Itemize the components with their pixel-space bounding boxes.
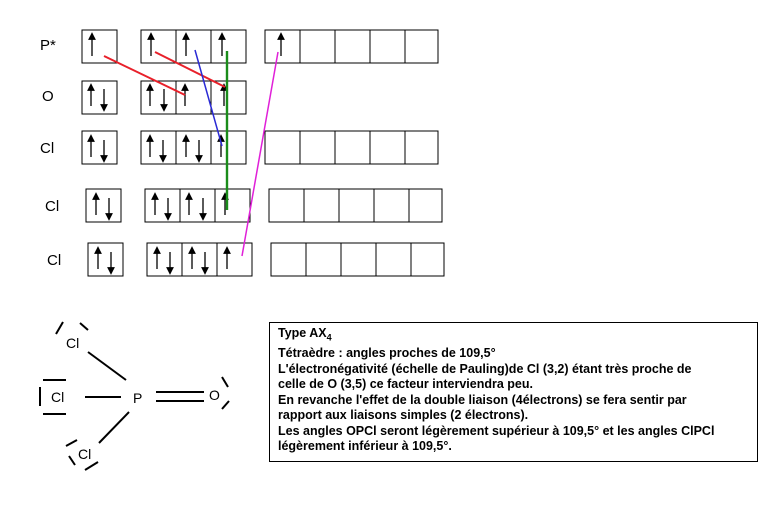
orbital-row-p [81,29,439,64]
lone-pair-bar [221,376,229,388]
orbital-row-cl-3 [87,242,445,277]
orbital-box [410,242,445,277]
orbital-box [81,80,118,115]
lone-pair-bar [221,400,230,410]
box-line: En revanche l'effet de la double liaison… [278,392,687,407]
orbital-box [85,188,122,223]
box-line: L'électronégativité (échelle de Pauling)… [278,361,692,376]
box-line: légèrement inférieur à 109,5°. [278,439,452,453]
orbital-box [216,242,253,277]
orbital-row-cl-1 [81,130,439,165]
orbital-box [408,188,443,223]
electron-arrows-cl-3 [94,246,231,275]
type-label: Type AX [278,326,327,340]
explanation-box: Type AX4 Tétraèdre : angles proches de 1… [269,322,758,462]
row-label-cl-3: Cl [47,252,62,269]
lone-pair-bar [84,461,99,471]
electron-arrows-o [87,83,228,112]
lone-pair-bar [68,455,76,466]
electron-arrows-cl-1 [87,134,225,163]
orbital-box [210,130,247,165]
lone-pair-bar [79,322,89,331]
bond-line-red [154,51,226,88]
orbital-box [210,80,247,115]
lone-pair-bar [65,439,78,447]
electron-arrows-p [88,32,285,56]
box-line: Les angles OPCl seront légèrement supéri… [278,423,715,438]
atom-label-cl-top: Cl [66,335,80,351]
bond-connectors [103,49,279,257]
box-title: Type AX4 [278,326,749,346]
box-line: celle de O (3,5) ce facteur interviendra… [278,377,533,391]
box-line: rapport aux liaisons simples (2 électron… [278,408,529,422]
orbital-row-cl-2 [85,188,443,223]
bond-line-blue [194,49,223,147]
single-bond-p-cl-top [87,351,127,381]
atom-label-cl-bottom: Cl [78,446,92,462]
row-label-p: P* [40,37,56,54]
orbital-row-o [81,80,247,115]
bond-line-magenta [241,51,279,257]
lone-pair-bar [55,321,64,335]
orbital-box [404,29,439,64]
atom-label-p: P [133,390,143,406]
orbital-box [210,29,247,64]
orbital-box [81,130,118,165]
orbital-box [81,29,118,64]
row-label-cl-1: Cl [40,140,55,157]
orbital-box [404,130,439,165]
box-line: Tétraèdre : angles proches de 109,5° [278,346,496,360]
row-label-cl-2: Cl [45,198,60,215]
bond-line-red [103,55,186,96]
orbital-box [214,188,251,223]
single-bond-p-cl-bottom [98,411,130,444]
electron-arrows-cl-2 [92,192,229,221]
atom-label-o: O [209,387,220,403]
row-label-o: O [42,88,54,105]
atom-label-cl-left: Cl [51,389,65,405]
type-subscript: 4 [326,332,332,343]
orbital-box [87,242,124,277]
